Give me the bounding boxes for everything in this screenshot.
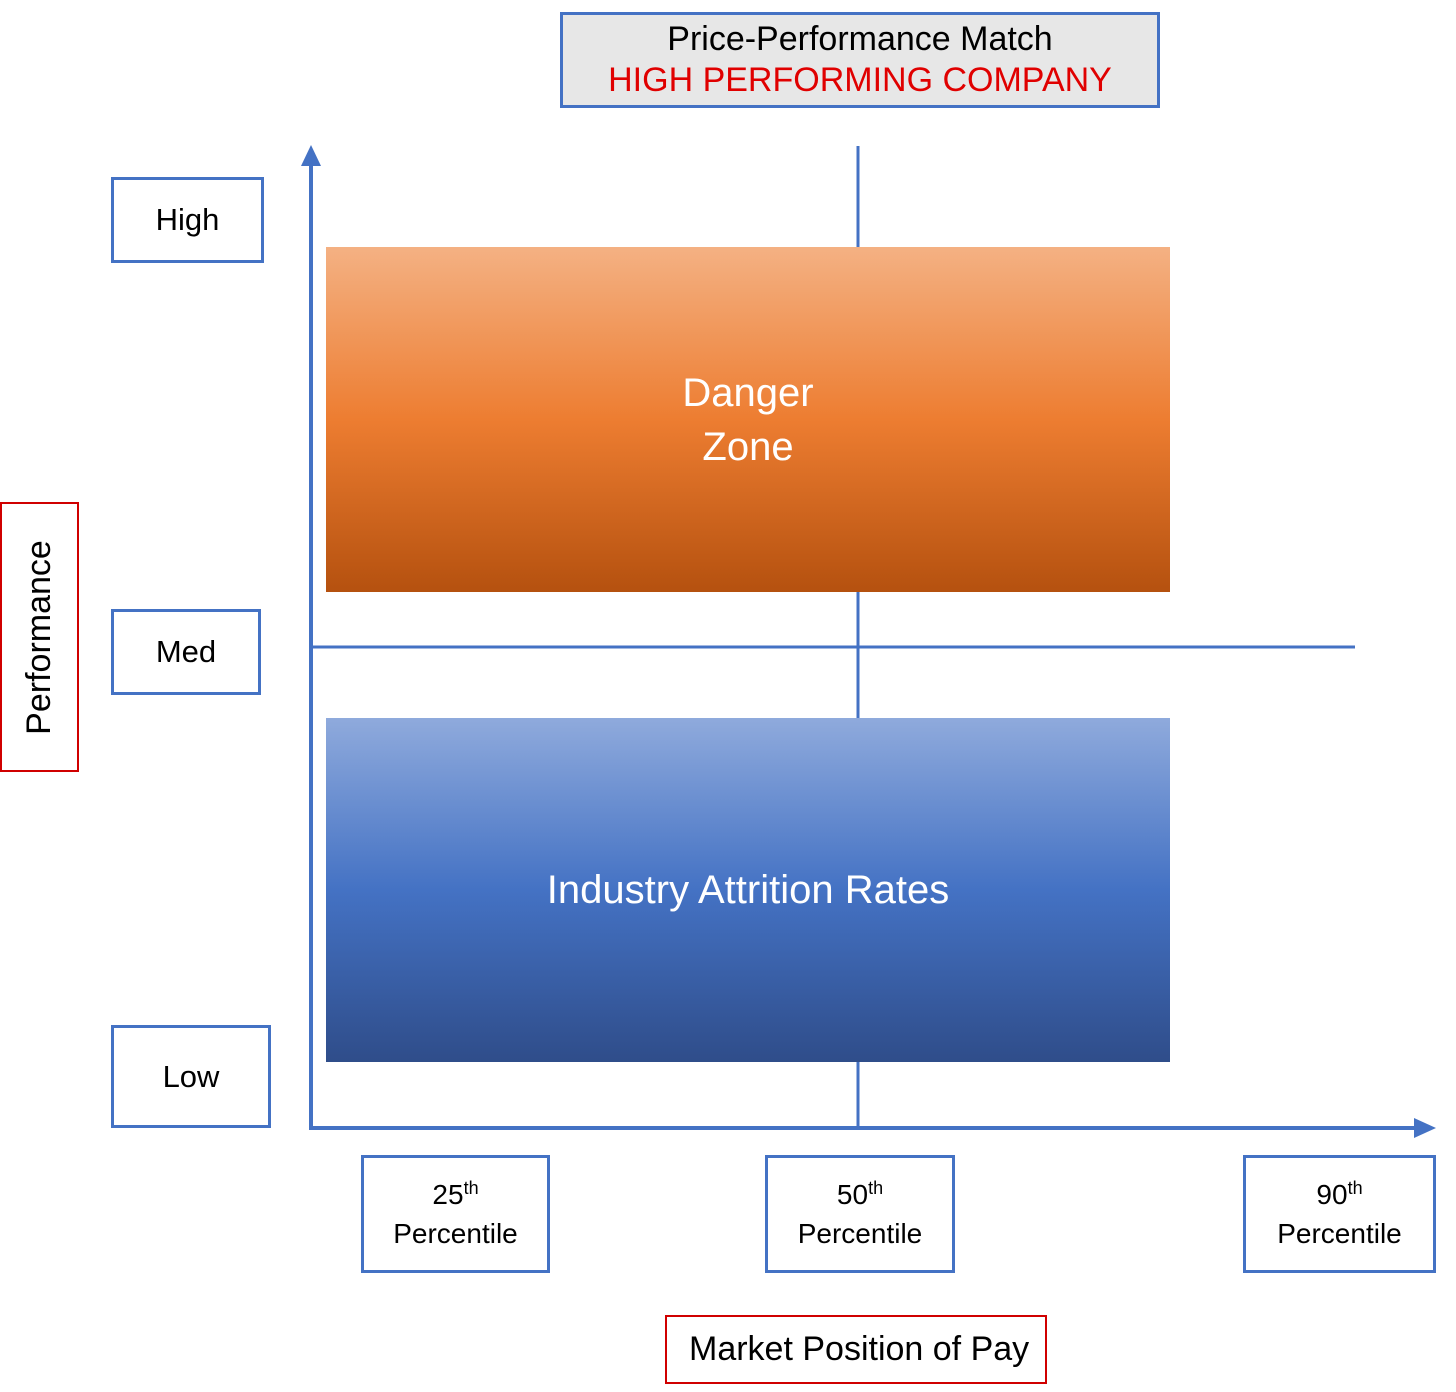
percentile-90-suffix: th (1347, 1177, 1363, 1198)
percentile-50-suffix: th (868, 1177, 884, 1198)
y-axis-arrow-icon (301, 145, 321, 166)
x-axis-title-box: Market Position of Pay (665, 1315, 1047, 1384)
percentile-90-label: 90th Percentile (1243, 1155, 1436, 1273)
x-axis-arrow-icon (1414, 1118, 1436, 1138)
level-med-label: Med (111, 609, 261, 695)
percentile-25-label: 25th Percentile (361, 1155, 550, 1273)
diagram-title: Price-Performance Match (667, 20, 1053, 59)
percentile-50-text: Percentile (797, 1218, 923, 1249)
danger-zone-label-line2: Zone (702, 424, 794, 469)
level-high-label: High (111, 177, 264, 263)
level-low-label: Low (111, 1025, 271, 1128)
y-axis-title-box: Performance (0, 502, 79, 772)
percentile-25-text: Percentile (393, 1218, 518, 1249)
danger-zone-label-line1: Danger (682, 370, 814, 415)
percentile-25-suffix: th (463, 1177, 479, 1198)
diagram-title-box: Price-Performance Match HIGH PERFORMING … (560, 12, 1160, 108)
percentile-90-number: 90 (1316, 1178, 1348, 1210)
attrition-zone-label: Industry Attrition Rates (546, 868, 950, 912)
percentile-25-number: 25 (432, 1178, 464, 1210)
percentile-90-text: Percentile (1277, 1218, 1402, 1249)
percentile-50-number: 50 (836, 1178, 869, 1210)
percentile-50-label: 50th Percentile (765, 1155, 955, 1273)
y-axis-title: Performance (20, 539, 59, 735)
attrition-zone: Industry Attrition Rates (326, 718, 1170, 1062)
diagram-subtitle: HIGH PERFORMING COMPANY (608, 61, 1112, 99)
danger-zone: Danger Zone (326, 247, 1170, 592)
x-axis-title: Market Position of Pay (689, 1330, 1030, 1368)
